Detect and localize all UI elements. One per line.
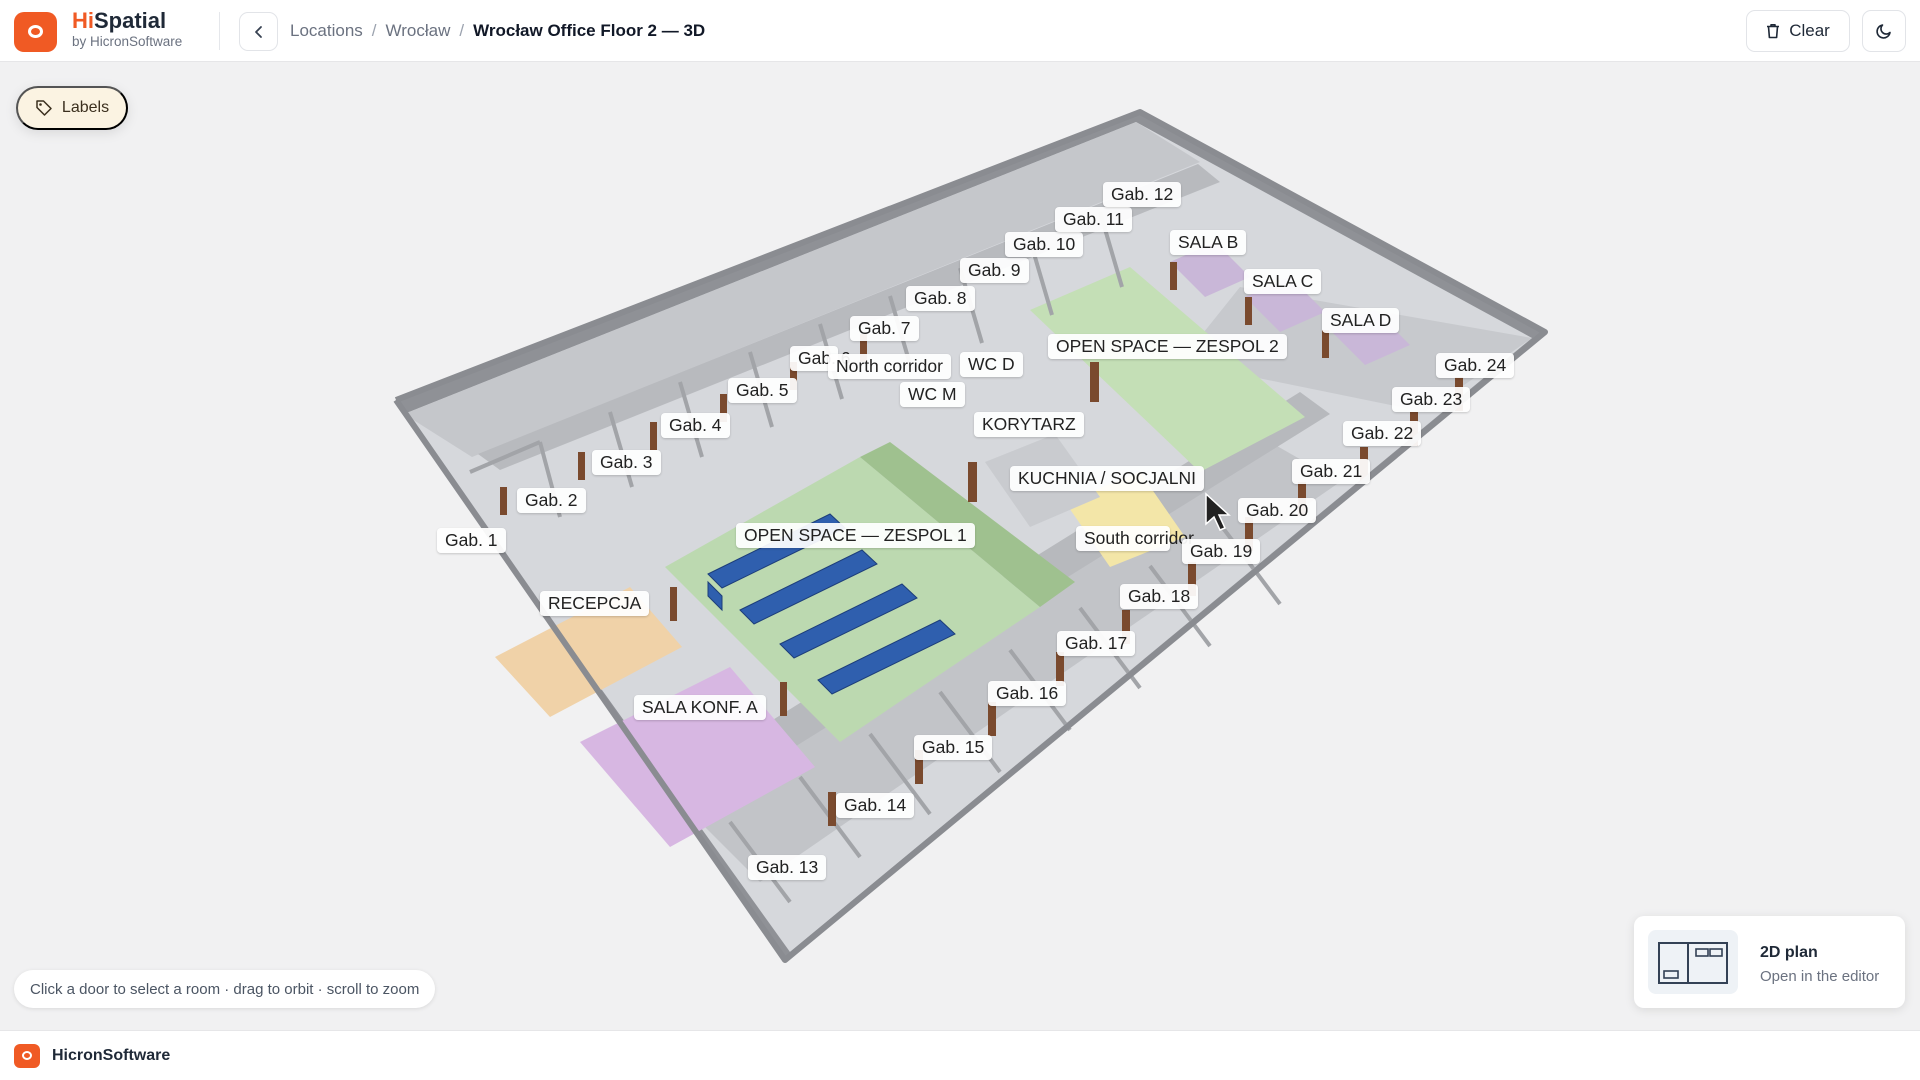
room-label-wc-d[interactable]: WC D [960, 352, 1023, 377]
moon-icon [1876, 24, 1891, 39]
breadcrumb-current: Wrocław Office Floor 2 — 3D [473, 21, 706, 40]
labels-toggle-button[interactable]: Labels [16, 86, 128, 130]
room-label-gab-23[interactable]: Gab. 23 [1392, 387, 1471, 412]
breadcrumb-wroclaw[interactable]: Wrocław [385, 21, 451, 40]
room-label-gab-7[interactable]: Gab. 7 [850, 316, 919, 341]
breadcrumb-separator: / [459, 21, 465, 40]
room-label-gab-8[interactable]: Gab. 8 [906, 286, 975, 311]
room-label-gab-1[interactable]: Gab. 1 [437, 528, 506, 553]
room-label-south-corridor[interactable]: South corridor [1076, 526, 1194, 551]
floor-3d-viewport[interactable]: Gab. 1 Gab. 2 Gab. 3 Gab. 4 Gab. 5 Gab. … [0, 62, 1920, 1030]
room-label-kuchnia[interactable]: KUCHNIA / SOCJALNI [1010, 466, 1204, 491]
floor-plan-icon [1648, 930, 1738, 994]
tag-icon [36, 100, 52, 116]
labels-toggle-label: Labels [61, 99, 110, 116]
room-label-gab-11[interactable]: Gab. 11 [1055, 207, 1132, 232]
room-label-open-space-2[interactable]: OPEN SPACE — ZESPOL 2 [1048, 334, 1287, 359]
mouse-cursor-icon [1205, 492, 1231, 531]
brand: HiSpatial by HicronSoftware [72, 10, 182, 49]
2d-plan-title: 2D plan [1760, 944, 1818, 961]
chevron-left-icon [254, 25, 262, 38]
open-space-2-floor [1030, 267, 1305, 472]
sala-b-floor [1170, 242, 1250, 297]
header-divider [219, 12, 220, 50]
breadcrumb: Locations / Wrocław / Wrocław Office Floor 2… [290, 21, 705, 41]
room-label-gab-21[interactable]: Gab. 21 [1292, 459, 1371, 484]
room-label-gab-2[interactable]: Gab. 2 [517, 488, 586, 513]
top-bar: HiSpatial by HicronSoftware Locations / Wr… [0, 0, 1920, 62]
room-label-gab-3[interactable]: Gab. 3 [592, 450, 661, 475]
back-button[interactable] [239, 12, 278, 51]
room-label-gab-5[interactable]: Gab. 5 [728, 378, 797, 403]
room-label-sala-d[interactable]: SALA D [1322, 308, 1400, 333]
hicron-logo-icon [14, 1044, 40, 1068]
room-label-gab-9[interactable]: Gab. 9 [960, 258, 1029, 283]
interaction-hint: Click a door to select a room · drag to … [14, 970, 436, 1008]
south-office-row [680, 442, 1340, 882]
room-label-gab-20[interactable]: Gab. 20 [1238, 498, 1317, 523]
breadcrumb-separator: / [371, 21, 377, 40]
theme-toggle-button[interactable] [1862, 10, 1906, 52]
room-label-gab-15[interactable]: Gab. 15 [914, 735, 993, 760]
room-label-korytarz[interactable]: KORYTARZ [974, 412, 1084, 437]
hispatial-logo[interactable] [14, 12, 57, 52]
footer-company: HicronSoftware [52, 1047, 171, 1064]
room-label-gab-13[interactable]: Gab. 13 [748, 855, 827, 880]
room-label-sala-b[interactable]: SALA B [1170, 230, 1247, 255]
room-label-open-space-1[interactable]: OPEN SPACE — ZESPOL 1 [736, 523, 975, 548]
recepcja-floor [495, 587, 682, 717]
room-label-gab-12[interactable]: Gab. 12 [1103, 182, 1182, 207]
room-label-gab-17[interactable]: Gab. 17 [1057, 631, 1136, 656]
room-label-gab-24[interactable]: Gab. 24 [1436, 353, 1515, 378]
breadcrumb-locations[interactable]: Locations [290, 21, 363, 40]
doors[interactable] [500, 262, 1463, 826]
2d-plan-card[interactable]: 2D plan Open in the editor [1634, 916, 1905, 1008]
footer: HicronSoftware [0, 1030, 1920, 1080]
app-title: HiSpatial [72, 8, 167, 33]
room-label-sala-c[interactable]: SALA C [1244, 269, 1322, 294]
room-label-gab-10[interactable]: Gab. 10 [1005, 232, 1084, 257]
trash-icon [1767, 24, 1780, 39]
room-label-gab-22[interactable]: Gab. 22 [1343, 421, 1422, 446]
north-office-row [404, 122, 1200, 457]
room-label-gab-18[interactable]: Gab. 18 [1120, 584, 1199, 609]
app-byline: by HicronSoftware [72, 34, 183, 49]
clear-button[interactable]: Clear [1746, 10, 1850, 52]
room-label-recepcja[interactable]: RECEPCJA [540, 591, 650, 616]
room-label-north-corridor[interactable]: North corridor [828, 354, 951, 379]
room-label-sala-konf-a[interactable]: SALA KONF. A [634, 695, 766, 720]
2d-plan-subtitle: Open in the editor [1760, 968, 1880, 985]
room-label-gab-16[interactable]: Gab. 16 [988, 681, 1067, 706]
room-label-wc-m[interactable]: WC M [900, 382, 965, 407]
room-label-gab-14[interactable]: Gab. 14 [836, 793, 915, 818]
clear-label: Clear [1789, 21, 1830, 40]
room-label-gab-19[interactable]: Gab. 19 [1182, 539, 1261, 564]
room-label-gab-4[interactable]: Gab. 4 [661, 413, 730, 438]
outer-walls [393, 109, 1548, 963]
